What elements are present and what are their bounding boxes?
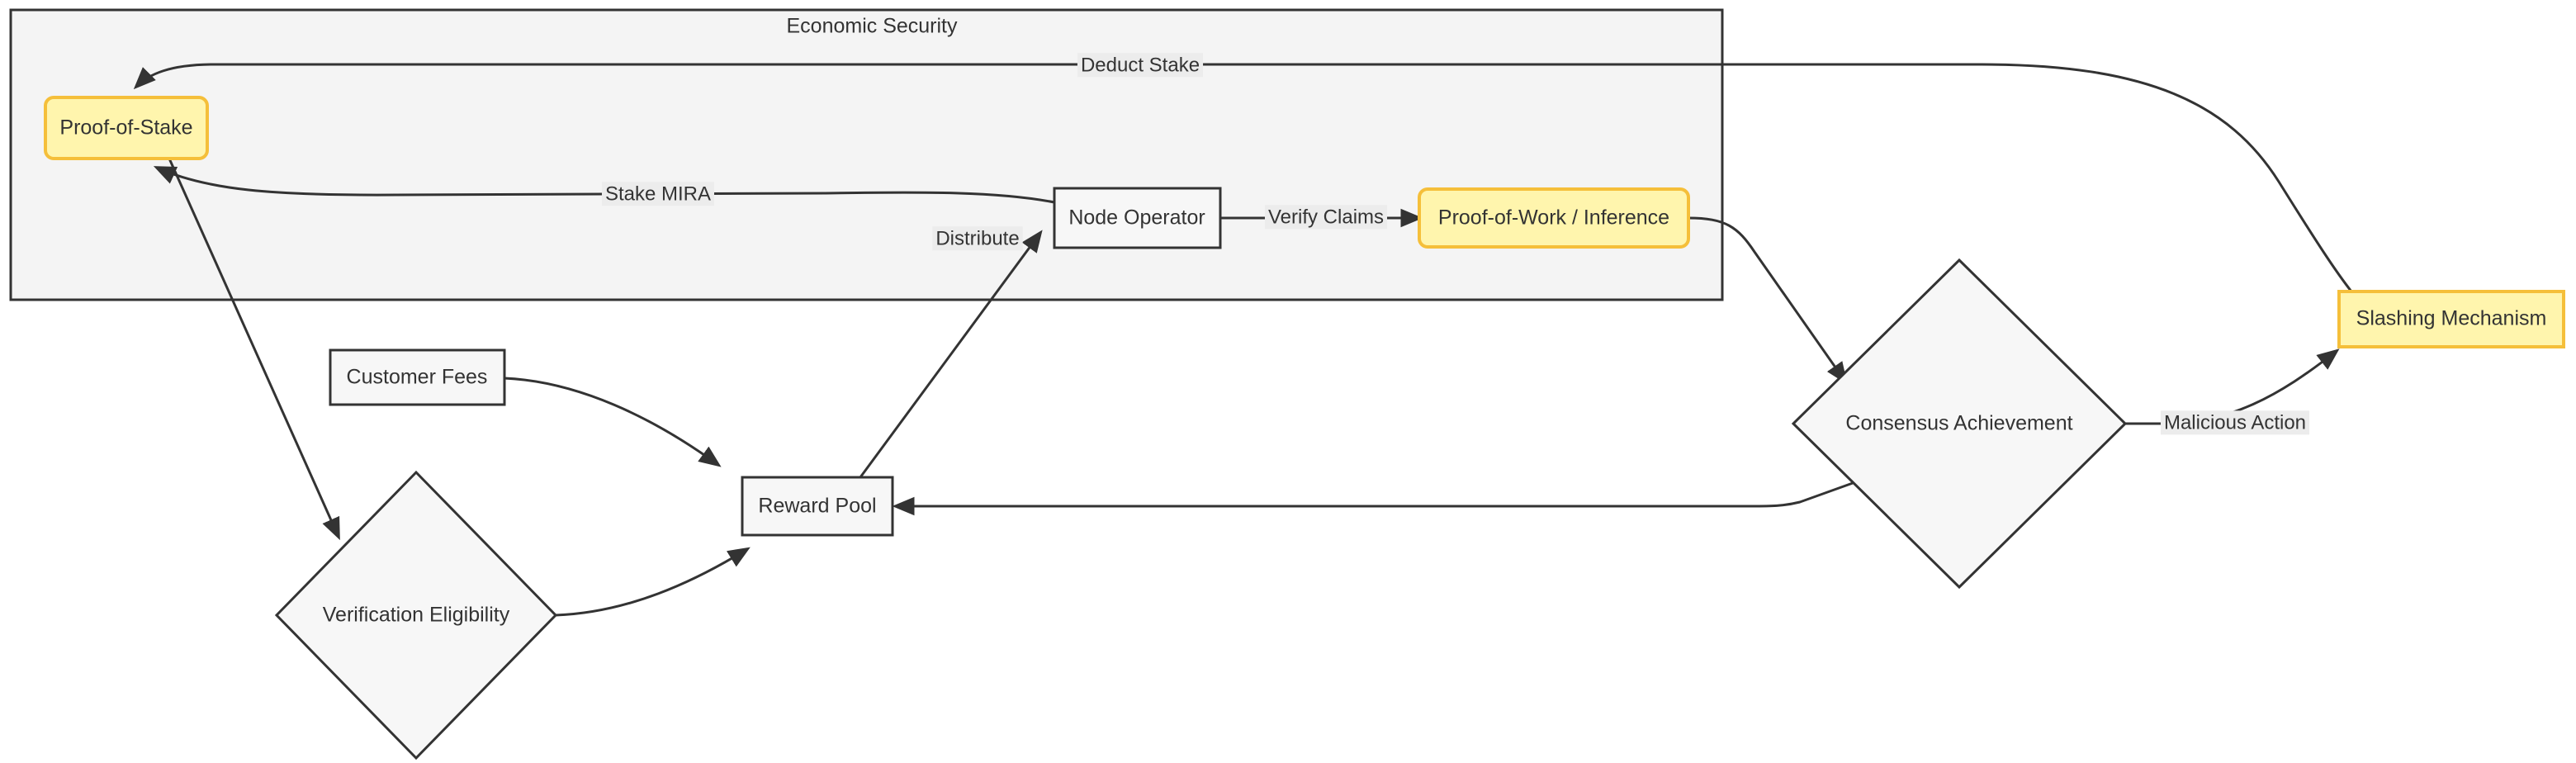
edge-label-distribute: Distribute [932,226,1023,251]
edge-label-stake-mira: Stake MIRA [601,182,715,206]
edge-consensus-achievement-to-reward-pool [892,481,1854,516]
edge-node-operator-to-proof-of-stake [153,166,1055,204]
node-label-customer-fees: Customer Fees [347,366,488,389]
edge-reward-pool-to-node-operator [859,230,1043,478]
edge-customer-fees-to-reward-pool [504,377,722,467]
node-label-proof-of-stake: Proof-of-Stake [59,116,192,140]
node-label-verification-eligibility: Verification Eligibility [323,604,510,627]
edge-labels-layer: Deduct Stake Stake MIRA Verify Claims Di… [601,53,2310,435]
node-customer-fees[interactable]: Customer Fees [329,348,506,406]
edge-label-malicious-action: Malicious Action [2160,410,2310,435]
node-label-proof-of-work-inference: Proof-of-Work / Inference [1438,206,1669,230]
edge-proof-of-work-to-consensus-achievement [1688,216,1848,385]
edge-label-verify-claims: Verify Claims [1264,205,1388,230]
cluster-economic-security: Economic Security [9,8,1724,301]
edge-slashing-mechanism-to-proof-of-stake [133,63,2353,292]
edge-label-deduct-stake: Deduct Stake [1077,53,1204,78]
node-label-consensus-achievement: Consensus Achievement [1845,412,2072,435]
edge-label-stake-mira-text: Stake MIRA [605,182,711,205]
edge-label-deduct-stake-text: Deduct Stake [1081,54,1200,76]
node-label-slashing-mechanism: Slashing Mechanism [2356,307,2547,330]
node-label-node-operator: Node Operator [1068,206,1205,230]
node-verification-eligibility[interactable]: Verification Eligibility [274,470,558,761]
edge-label-malicious-action-text: Malicious Action [2164,411,2306,434]
edges-layer [133,63,2353,617]
edge-label-distribute-text: Distribute [935,227,1019,249]
node-slashing-mechanism[interactable]: Slashing Mechanism [2337,290,2565,348]
nodes-layer: Proof-of-Stake Node Operator Proof-of-Wo… [44,96,2565,761]
cluster-boundary [9,8,1724,301]
edge-verification-eligibility-to-reward-pool [555,547,751,617]
node-reward-pool[interactable]: Reward Pool [741,476,894,537]
node-label-reward-pool: Reward Pool [758,495,876,518]
edge-label-verify-claims-text: Verify Claims [1268,206,1384,228]
node-consensus-achievement[interactable]: Consensus Achievement [1791,258,2128,590]
node-proof-of-work-inference[interactable]: Proof-of-Work / Inference [1418,187,1690,249]
node-proof-of-stake[interactable]: Proof-of-Stake [44,96,209,160]
node-node-operator[interactable]: Node Operator [1053,187,1222,249]
cluster-title: Economic Security [786,15,958,38]
edge-proof-of-stake-to-verification-eligibility [168,158,340,541]
